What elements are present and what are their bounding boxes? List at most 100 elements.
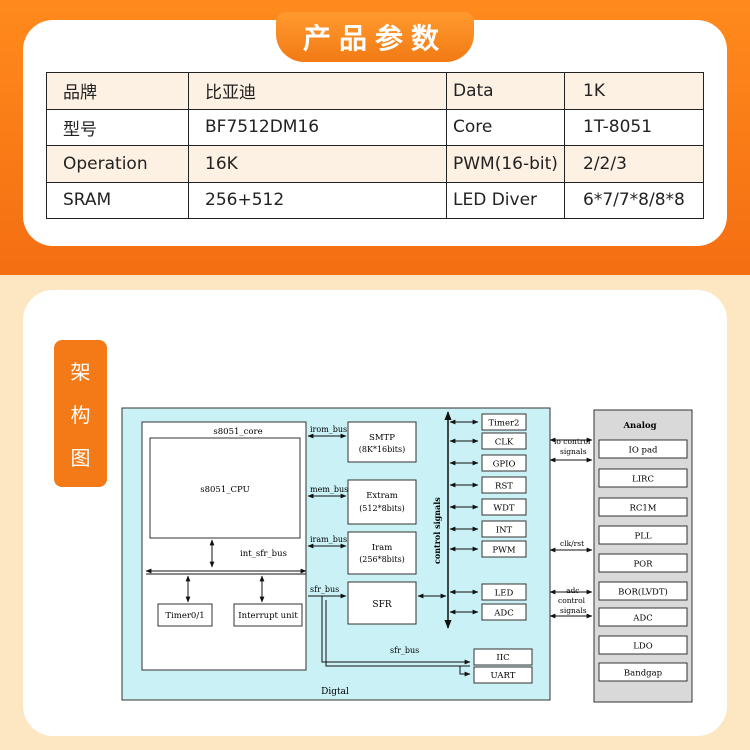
spec-key: PWM(16-bit) — [446, 145, 565, 183]
peripheral-label: WDT — [493, 504, 515, 514]
peripheral-block — [481, 476, 527, 494]
analog-item-label: RC1M — [629, 504, 656, 514]
iram-size: (256*8bits) — [359, 555, 405, 564]
int-sfr-bus-label: int_sfr_bus — [240, 549, 287, 559]
iram-bus-label: iram_bus — [310, 535, 347, 544]
analog-item-label: IO pad — [629, 446, 659, 456]
table-row: Operation 16K PWM(16-bit) 2/2/3 — [46, 145, 704, 183]
sfr-block — [347, 581, 417, 625]
uart-block — [473, 666, 533, 684]
spec-key: 型号 — [46, 108, 189, 146]
clk-rst-label: clk/rst — [560, 539, 584, 548]
iic-block — [473, 648, 533, 666]
iic-label: IIC — [496, 653, 509, 663]
architecture-tab: 架 构 图 — [54, 340, 107, 487]
interrupt-block — [233, 603, 303, 627]
analog-item — [598, 662, 688, 682]
timer01-label: Timer0/1 — [165, 611, 204, 621]
peripheral-label: PWM — [492, 546, 515, 556]
analog-item-label: LDO — [633, 642, 652, 652]
spec-value: 6*7/7*8/8*8 — [564, 181, 704, 219]
extram-label: Extram — [366, 491, 398, 501]
analog-item — [598, 635, 688, 655]
section-title: 产品参数 — [276, 12, 474, 62]
sfr-bus-label: sfr_bus — [390, 646, 419, 655]
digital-label: Digtal — [321, 687, 349, 697]
adc-control-label: control — [558, 596, 586, 605]
table-row: 品牌 比亚迪 Data 1K — [46, 72, 704, 110]
spec-key: Core — [446, 108, 565, 146]
control-signals-label: control signals — [432, 497, 442, 564]
adc-label: ADC — [493, 609, 513, 619]
spec-table: 品牌 比亚迪 Data 1K 型号 BF7512DM16 Core 1T-805… — [46, 72, 704, 219]
io-control-label: io control — [554, 437, 591, 446]
adc-control-label: signals — [560, 606, 587, 615]
spec-value: 256+512 — [188, 181, 447, 219]
peripheral-label: Timer2 — [489, 419, 520, 429]
peripheral-block — [481, 413, 527, 431]
spec-key: LED Diver — [446, 181, 565, 219]
peripheral-block — [481, 498, 527, 516]
core-label: s8051_core — [213, 427, 262, 437]
spec-key: SRAM — [46, 181, 189, 219]
led-block — [481, 583, 527, 601]
analog-item-label: Bandgap — [624, 669, 663, 679]
peripheral-block — [481, 432, 527, 450]
analog-item-label: PLL — [634, 532, 651, 542]
analog-title: Analog — [622, 421, 656, 431]
analog-item-label: BOR(LVDT) — [618, 587, 668, 598]
io-control-label: signals — [560, 447, 587, 456]
smtp-label: SMTP — [369, 433, 395, 443]
analog-item — [598, 581, 688, 601]
extram-size: (512*8bits) — [359, 504, 405, 513]
spec-key: Operation — [46, 145, 189, 183]
spec-key: 品牌 — [46, 72, 189, 110]
spec-value: 1T-8051 — [564, 108, 704, 146]
sfr-bus-path — [321, 596, 471, 665]
spec-value: 16K — [188, 145, 447, 183]
peripheral-label: RST — [495, 482, 513, 492]
table-row: 型号 BF7512DM16 Core 1T-8051 — [46, 108, 704, 146]
cpu-block — [149, 437, 301, 539]
spec-value: 2/2/3 — [564, 145, 704, 183]
spec-value: BF7512DM16 — [188, 108, 447, 146]
architecture-diagram: Digtal s8051_core s8051_CPU int_sfr_bus … — [121, 407, 693, 703]
sfr-bus-label: sfr_bus — [310, 585, 339, 594]
analog-item-label: LIRC — [632, 475, 654, 485]
spec-key: Data — [446, 72, 565, 110]
peripheral-label: INT — [496, 526, 513, 536]
adc-block — [481, 603, 527, 621]
analog-item-label: ADC — [632, 614, 652, 624]
analog-item — [598, 553, 688, 573]
tab-char: 架 — [70, 360, 91, 384]
analog-item — [598, 439, 688, 459]
iram-block — [347, 531, 417, 575]
peripheral-label: CLK — [495, 438, 514, 448]
analog-item — [598, 525, 688, 545]
analog-item-label: POR — [633, 560, 653, 570]
tab-char: 构 — [70, 403, 91, 427]
adc-control-label: adc — [566, 586, 579, 595]
led-label: LED — [495, 589, 514, 599]
analog-item — [598, 607, 688, 627]
interrupt-label: Interrupt unit — [238, 611, 298, 621]
peripheral-block — [481, 520, 527, 538]
analog-item — [598, 497, 688, 517]
iram-label: Iram — [372, 543, 393, 553]
uart-label: UART — [491, 671, 516, 681]
mem-bus-label: mem_bus — [310, 485, 348, 494]
peripheral-label: GPIO — [493, 460, 516, 470]
extram-block — [347, 479, 417, 525]
analog-item — [598, 468, 688, 488]
timer01-block — [157, 603, 213, 627]
smtp-block — [347, 421, 417, 463]
peripheral-block — [481, 540, 527, 558]
peripheral-block — [481, 454, 527, 472]
smtp-size: (8K*16bits) — [359, 445, 406, 454]
irom-bus-label: irom_bus — [310, 425, 347, 434]
tab-char: 图 — [70, 446, 91, 470]
sfr-label: SFR — [372, 600, 391, 610]
spec-value: 比亚迪 — [188, 72, 447, 110]
